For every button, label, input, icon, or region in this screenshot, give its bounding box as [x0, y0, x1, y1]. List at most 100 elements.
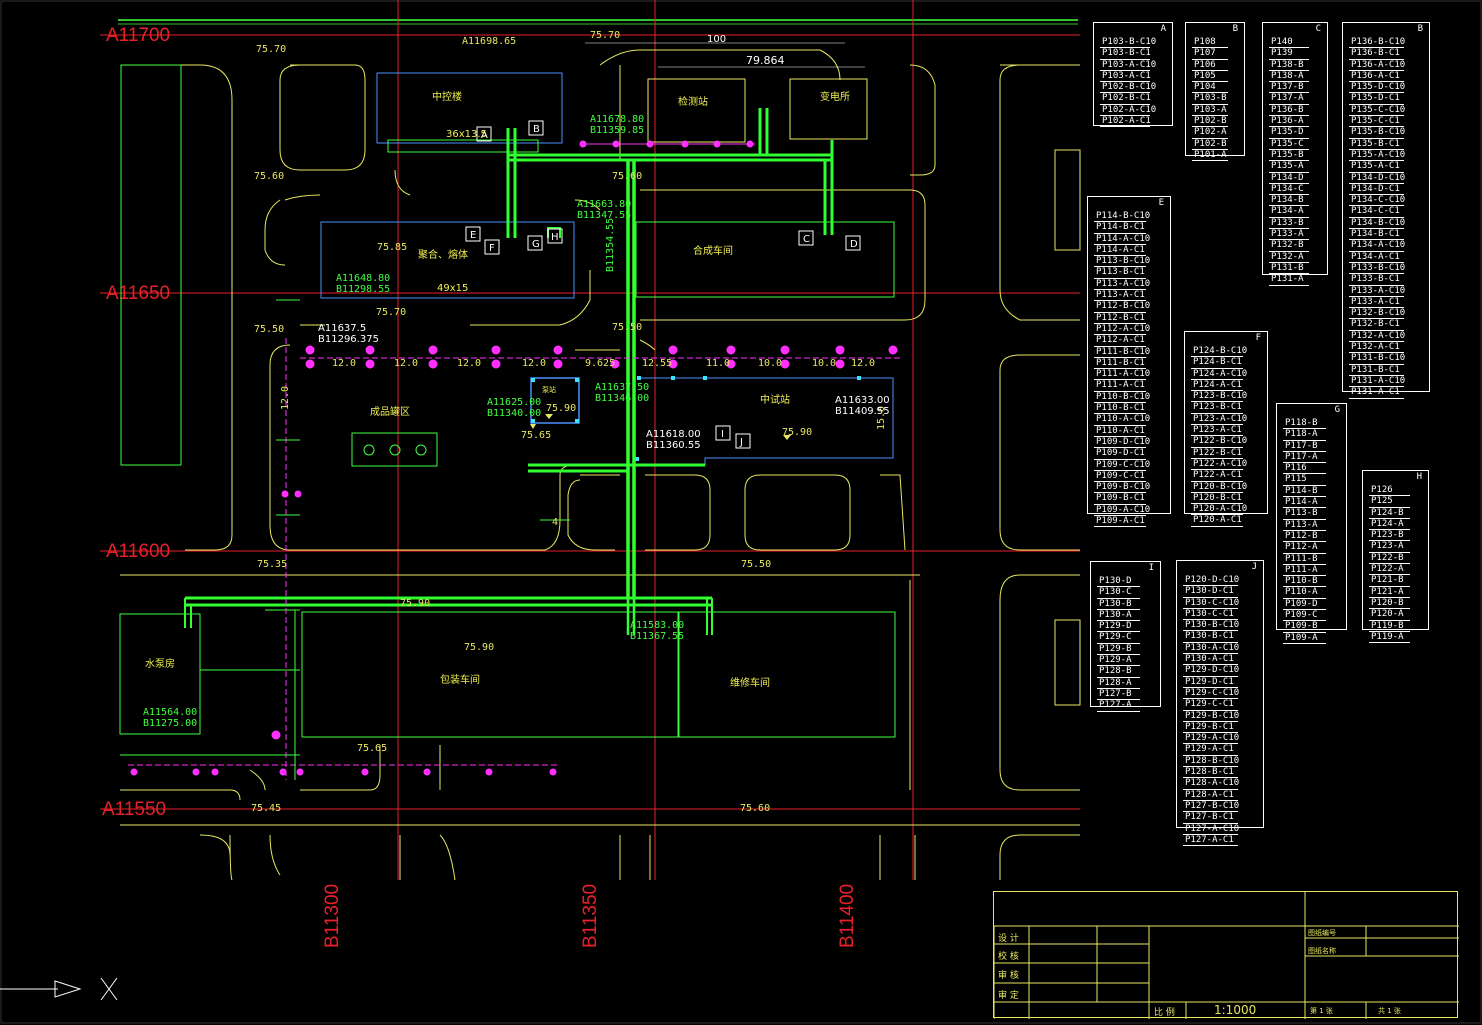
pipe-row: P136-B [1269, 105, 1309, 117]
pipe-row: P131-B-C10 [1349, 353, 1406, 365]
pipe-row: P112-B-C1 [1094, 312, 1147, 324]
elev-1: 75.70 [256, 44, 286, 55]
label-inspection-station: 检测站 [678, 95, 708, 108]
pipe-row: P113-A-C1 [1094, 290, 1147, 302]
pipe-row: P123-B-C10 [1191, 391, 1248, 403]
dim-12-c: 12.0 [457, 358, 481, 369]
pipe-row: P112-A-C1 [1094, 335, 1147, 347]
pipe-row: P135-C [1269, 139, 1309, 150]
pipe-row: P135-C-C1 [1349, 116, 1405, 128]
pipe-row: P102-A [1192, 127, 1228, 139]
pipe-row: P119-A [1369, 632, 1410, 644]
coord-2a: A11678.80 [590, 114, 644, 125]
pipe-row: P107 [1192, 48, 1228, 60]
label-repair-workshop: 维修车间 [730, 676, 770, 689]
pipe-row: P132-A-C1 [1349, 342, 1405, 354]
elev-10: 75.65 [357, 743, 387, 754]
pipe-row: P133-B [1269, 218, 1309, 230]
pipe-row: P135-B [1269, 150, 1309, 162]
pipe-row: P123-A-C1 [1191, 425, 1244, 437]
pipe-row: P129-B-C1 [1183, 722, 1239, 734]
pipe-row: P128-B [1097, 666, 1141, 678]
pipe-row: P110-B-C10 [1094, 391, 1151, 404]
pipe-row: P129-C-C1 [1183, 699, 1239, 711]
pipe-row: P136-A [1269, 116, 1309, 128]
pipe-row: P131-B-C1 [1349, 365, 1405, 376]
pipe-racks [128, 140, 900, 780]
pipe-row: P128-B-C10 [1183, 755, 1240, 768]
coord-6b: B11296.375 [318, 334, 379, 345]
coord-6a: A11637.5 [318, 323, 366, 334]
pipe-row: P131-A-C1 [1349, 387, 1405, 399]
pipe-row: P138-A [1269, 71, 1309, 83]
pipe-row: P135-B-C1 [1349, 139, 1405, 150]
elev-16: 75.65 [521, 430, 551, 441]
dim-12-d: 12.0 [522, 358, 546, 369]
pipe-row: P114-A-C10 [1094, 233, 1151, 245]
pipe-row: P121-A [1369, 587, 1410, 598]
coord-9b: B11360.55 [646, 440, 701, 451]
marker-j: J [739, 437, 743, 448]
pipe-row: P124-A-C10 [1191, 368, 1248, 380]
dim-12-a: 12.0 [332, 358, 356, 369]
dim-10-b: 10.0 [812, 358, 836, 369]
pipe-row: P103-B-C1 [1100, 48, 1151, 60]
pipe-row: P117-B [1283, 441, 1327, 452]
pipe-table-e-header: E [1158, 198, 1164, 208]
coord-3a: A11663.80 [577, 199, 631, 210]
elev-18: 75.90 [400, 598, 430, 609]
tb-proj1: 图纸编号 [1308, 929, 1336, 937]
pipe-row: P129-B [1097, 644, 1141, 656]
dimension-labels: 100 79.864 12.0 12.0 12.0 12.0 9.625 12.… [280, 34, 887, 528]
coord-5a: A11648.80 [336, 273, 390, 284]
tb-proj2: 图纸名称 [1308, 947, 1336, 955]
marker-h: H [551, 232, 559, 243]
pipe-row: P134-D-C1 [1349, 184, 1405, 196]
pipe-row: P124-A-C1 [1191, 379, 1244, 392]
pipe-row: P134-D-C10 [1349, 172, 1406, 184]
pipe-table-h-header: H [1416, 472, 1422, 482]
pipe-row: P111-A [1283, 565, 1327, 577]
pipe-row: P133-B-C10 [1349, 262, 1406, 275]
pipe-row: P135-B-C10 [1349, 127, 1406, 139]
ucs-axis-icon [0, 977, 118, 1001]
pipe-row: P123-A-C10 [1191, 413, 1248, 426]
label-synthesis-workshop: 合成车间 [693, 244, 733, 257]
pipe-row: P102-B-C1 [1100, 93, 1151, 105]
pipe-row: P122-B [1369, 553, 1410, 565]
elevation-labels: 75.70 75.70 75.60 75.85 75.70 75.50 75.5… [251, 30, 812, 814]
title-block-grid [994, 892, 1459, 1019]
pipe-row: P129-D-C1 [1183, 677, 1239, 688]
pipe-row: P127-B [1097, 689, 1141, 701]
pipe-row: P127-B-C1 [1183, 812, 1239, 824]
pipe-row: P135-A-C10 [1349, 149, 1406, 162]
roads [120, 49, 1081, 881]
pipe-row: P102-A-C1 [1100, 116, 1151, 128]
label-packaging-workshop: 包装车间 [440, 673, 480, 686]
elev-9: 75.50 [741, 559, 771, 570]
pipe-row: P120-A [1369, 609, 1410, 621]
grid-col-labels: B11300 B11350 B11400 [322, 884, 858, 948]
pipe-row: P120-B-C1 [1191, 492, 1244, 505]
pipe-row: P131-B [1269, 263, 1309, 275]
elev-13: 75.90 [546, 403, 576, 414]
pipe-row: P120-D-C10 [1183, 575, 1240, 587]
pipe-table-b-header: B [1232, 24, 1238, 34]
pipe-table-j-header: J [1251, 562, 1257, 572]
elev-7: 75.50 [612, 322, 642, 333]
pipe-row: P124-B [1369, 508, 1410, 519]
pipe-row: P110-B [1283, 576, 1327, 588]
tb-scale: 1:1000 [1214, 1003, 1257, 1017]
coord-8b: B11346.00 [595, 393, 649, 404]
marker-i: I [721, 429, 724, 440]
pipe-row: P127-A-C1 [1183, 835, 1239, 847]
elev-14: 75.90 [782, 427, 812, 438]
tb-sheet1: 第 1 张 [1310, 1007, 1333, 1015]
